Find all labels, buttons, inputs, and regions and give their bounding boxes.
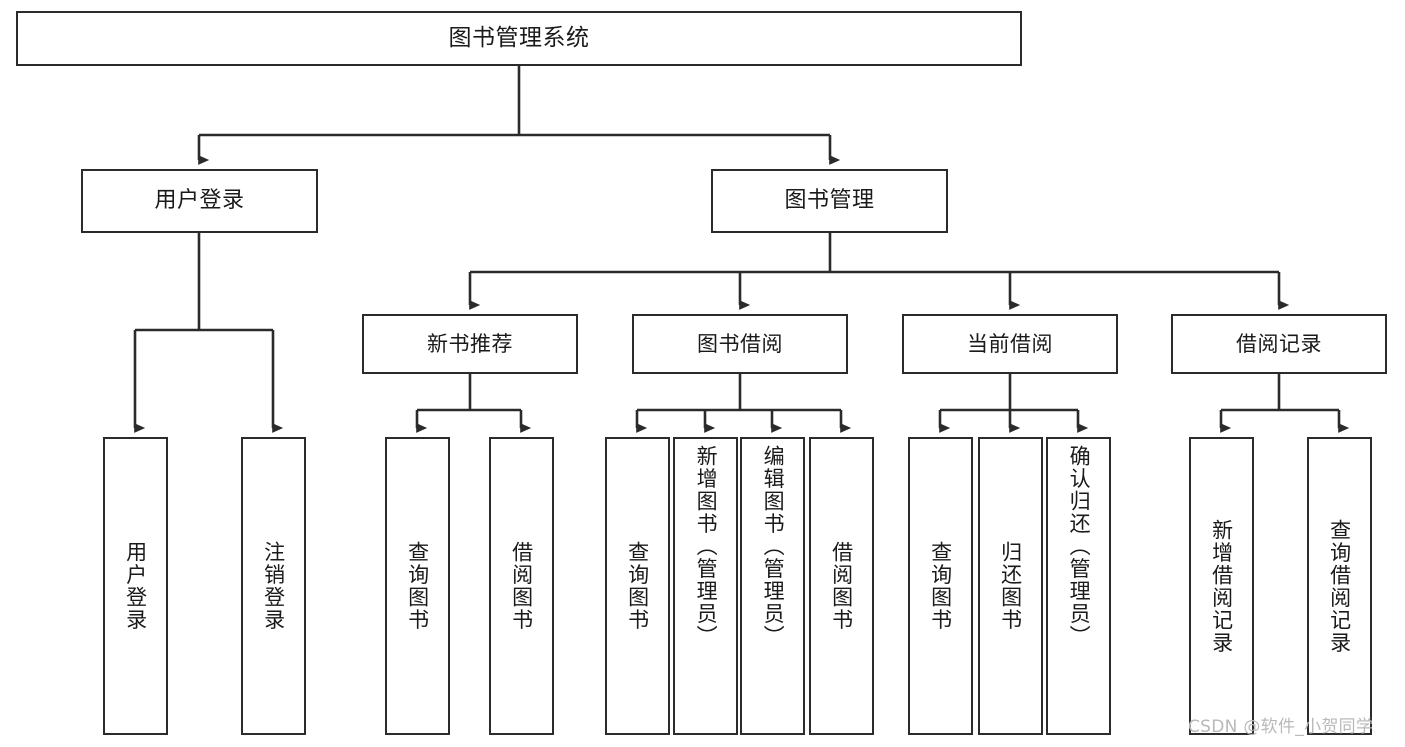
- leaf-add-book-admin[interactable]: 新增图书（管理员）: [673, 437, 738, 735]
- watermark-text: CSDN @软件_小贺同学: [1188, 717, 1374, 737]
- node-user-login[interactable]: 用户登录: [81, 169, 318, 233]
- leaf-query-book-current[interactable]: 查询图书: [908, 437, 973, 735]
- node-borrow-record[interactable]: 借阅记录: [1171, 314, 1387, 374]
- node-label: 新增图书（管理员）: [694, 445, 719, 648]
- node-book-borrow[interactable]: 图书借阅: [632, 314, 848, 374]
- node-label: 查询图书: [625, 541, 650, 631]
- node-label: 注销登录: [261, 541, 286, 631]
- node-label: 归还图书: [998, 541, 1023, 631]
- leaf-query-book-borrow[interactable]: 查询图书: [605, 437, 670, 735]
- node-label: 图书借阅: [697, 331, 783, 356]
- node-root-system[interactable]: 图书管理系统: [16, 11, 1022, 66]
- node-label: 新书推荐: [427, 331, 513, 356]
- node-label: 借阅图书: [509, 541, 534, 631]
- leaf-user-login[interactable]: 用户登录: [103, 437, 168, 735]
- node-label: 借阅图书: [829, 541, 854, 631]
- node-label: 查询图书: [928, 541, 953, 631]
- leaf-confirm-return-admin[interactable]: 确认归还（管理员）: [1046, 437, 1111, 735]
- leaf-borrow-book[interactable]: 借阅图书: [809, 437, 874, 735]
- node-label: 查询借阅记录: [1327, 518, 1352, 654]
- node-label: 编辑图书（管理员）: [761, 445, 786, 648]
- node-label: 确认归还（管理员）: [1067, 445, 1092, 648]
- leaf-query-book-recommend[interactable]: 查询图书: [385, 437, 450, 735]
- node-label: 图书管理: [784, 188, 875, 214]
- node-label: 图书管理系统: [448, 24, 590, 51]
- node-label: 新增借阅记录: [1209, 518, 1234, 654]
- node-label: 用户登录: [123, 541, 148, 631]
- leaf-borrow-book-recommend[interactable]: 借阅图书: [489, 437, 554, 735]
- node-new-book-recommend[interactable]: 新书推荐: [362, 314, 578, 374]
- leaf-query-borrow-record[interactable]: 查询借阅记录: [1307, 437, 1372, 735]
- leaf-return-book[interactable]: 归还图书: [978, 437, 1043, 735]
- node-current-borrow[interactable]: 当前借阅: [902, 314, 1118, 374]
- node-book-management[interactable]: 图书管理: [711, 169, 948, 233]
- leaf-edit-book-admin[interactable]: 编辑图书（管理员）: [740, 437, 805, 735]
- leaf-logout-login[interactable]: 注销登录: [241, 437, 306, 735]
- node-label: 用户登录: [154, 188, 245, 214]
- leaf-add-borrow-record[interactable]: 新增借阅记录: [1189, 437, 1254, 735]
- node-label: 借阅记录: [1236, 331, 1322, 356]
- node-label: 查询图书: [405, 541, 430, 631]
- node-label: 当前借阅: [967, 331, 1053, 356]
